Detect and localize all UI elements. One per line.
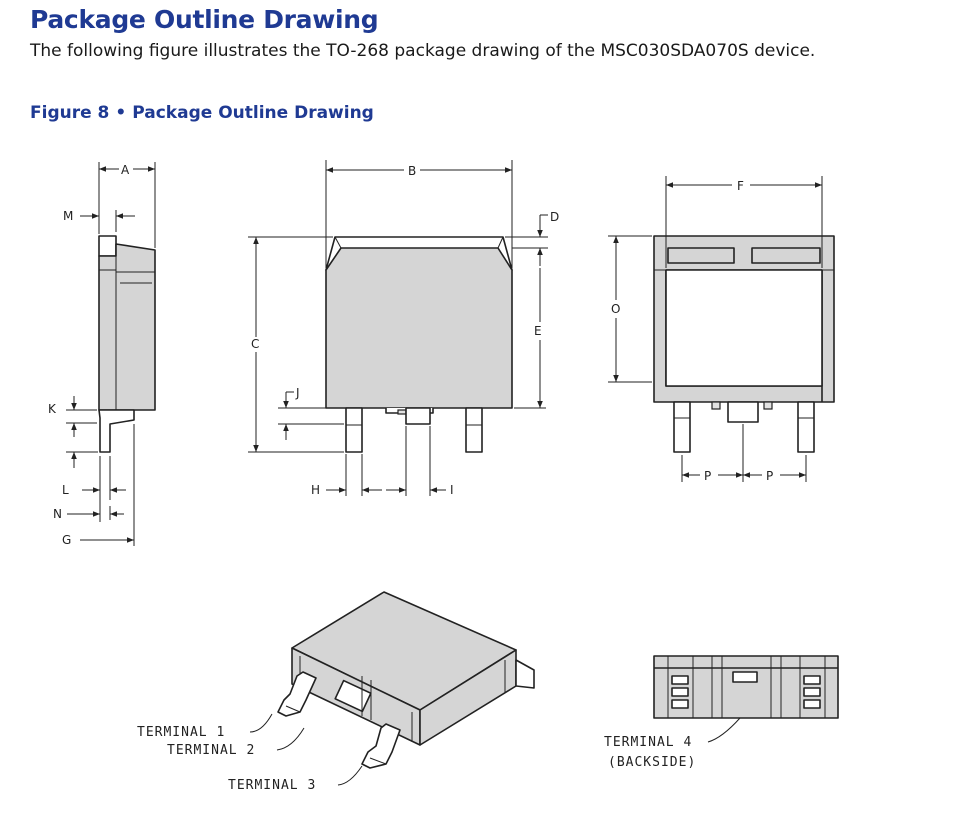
dim-label-o: O	[611, 302, 620, 316]
dim-label-b: B	[408, 164, 416, 178]
dim-label-e: E	[534, 324, 542, 338]
terminal-2-label: TERMINAL 2	[167, 743, 255, 758]
dim-label-a: A	[121, 163, 130, 177]
figure-title: Package Outline Drawing	[132, 103, 374, 123]
dim-label-c: C	[251, 337, 259, 351]
rear-view: F O P P	[608, 176, 835, 483]
dim-label-p-right: P	[766, 469, 773, 483]
dim-label-j: J	[295, 386, 300, 400]
dim-label-k: K	[48, 402, 57, 416]
backside-label: (BACKSIDE)	[608, 755, 696, 770]
dim-label-n: N	[53, 507, 62, 521]
front-view: B D E C J H I	[248, 160, 559, 497]
dim-label-l: L	[62, 483, 69, 497]
figure-caption: Figure 8•Package Outline Drawing	[30, 103, 374, 123]
side-view: A M K L N G	[48, 162, 156, 547]
dim-label-h: H	[311, 483, 320, 497]
dim-label-m: M	[63, 209, 73, 223]
page-title: Package Outline Drawing	[30, 5, 379, 34]
terminal-1-label: TERMINAL 1	[137, 725, 225, 740]
dim-label-i: I	[450, 483, 454, 497]
isometric-view: TERMINAL 1 TERMINAL 2 TERMINAL 3	[137, 591, 535, 793]
terminal-4-label: TERMINAL 4	[604, 735, 692, 750]
backside-view: TERMINAL 4 (BACKSIDE)	[604, 655, 839, 770]
dim-label-p-left: P	[704, 469, 711, 483]
dim-label-d: D	[550, 210, 559, 224]
figure-separator: •	[115, 103, 127, 123]
dim-label-f: F	[737, 179, 744, 193]
dim-label-g: G	[62, 533, 71, 547]
figure-number: Figure 8	[30, 103, 110, 123]
intro-paragraph: The following figure illustrates the TO-…	[30, 41, 816, 61]
terminal-3-label: TERMINAL 3	[228, 778, 316, 793]
